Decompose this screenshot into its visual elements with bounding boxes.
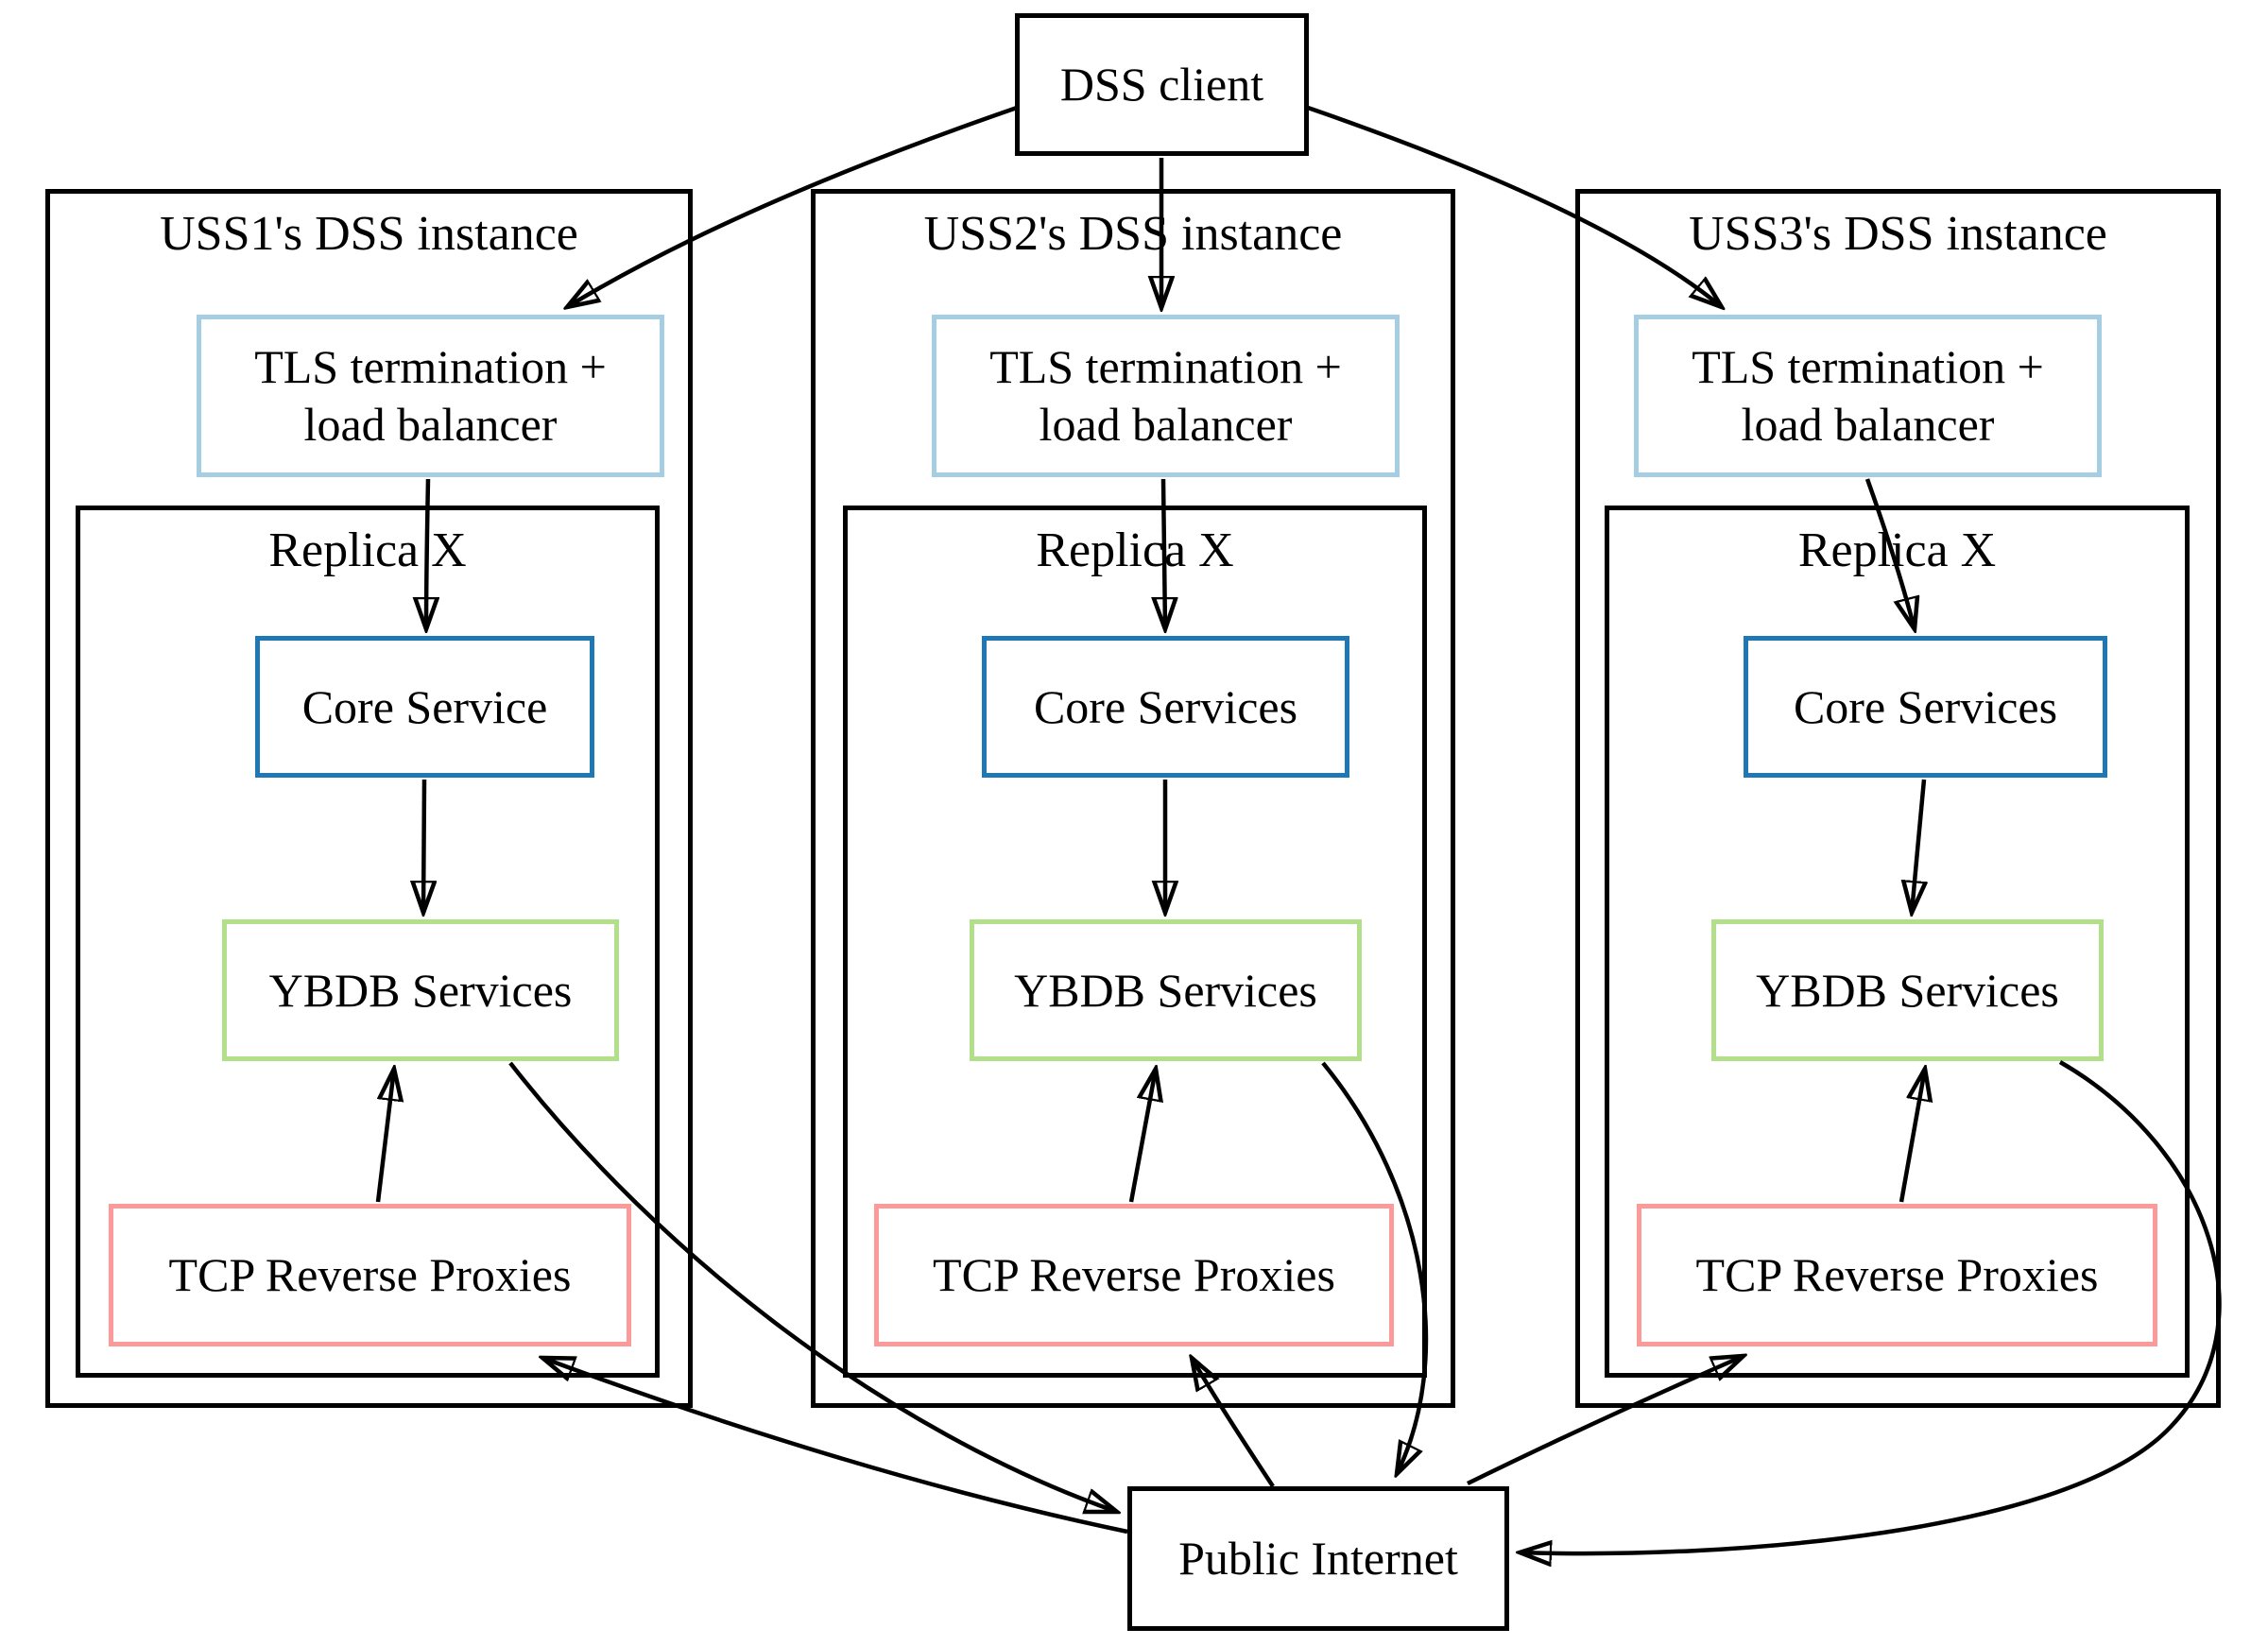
replica-label-3: Replica X: [1797, 523, 1997, 577]
node-ybdb-services-2: YBDB Services: [970, 919, 1362, 1061]
cluster-uss3-label: USS3's DSS instance: [1689, 207, 2107, 261]
node-core-services-2: Core Services: [982, 636, 1349, 778]
replica-box-1: Replica X Core Service YBDB Services TCP…: [76, 506, 660, 1378]
node-tls-load-balancer-2: TLS termination + load balancer: [932, 315, 1400, 477]
replica-box-3: Replica X Core Services YBDB Services TC…: [1605, 506, 2190, 1378]
node-tcp-reverse-proxies-3: TCP Reverse Proxies: [1637, 1204, 2157, 1346]
ybdb-label-1: YBDB Services: [268, 963, 573, 1017]
node-ybdb-services-3: YBDB Services: [1711, 919, 2104, 1061]
tls-label-3: TLS termination + load balancer: [1692, 340, 2044, 451]
core-label-2: Core Services: [1033, 679, 1298, 733]
replica-label-2: Replica X: [1036, 523, 1234, 577]
dss-client-label: DSS client: [1059, 58, 1264, 111]
cluster-uss1-dss-instance: USS1's DSS instance TLS termination + lo…: [45, 189, 693, 1408]
tls-label-2: TLS termination + load balancer: [989, 340, 1342, 451]
tcp-label-1: TCP Reverse Proxies: [168, 1248, 572, 1301]
node-public-internet: Public Internet: [1127, 1486, 1509, 1631]
replica-box-2: Replica X Core Services YBDB Services TC…: [843, 506, 1427, 1378]
core-label-1: Core Service: [301, 679, 548, 733]
node-core-service-1: Core Service: [255, 636, 594, 778]
ybdb-label-3: YBDB Services: [1756, 963, 2059, 1017]
ybdb-label-2: YBDB Services: [1014, 963, 1317, 1017]
cluster-uss1-label: USS1's DSS instance: [160, 207, 578, 261]
replica-label-1: Replica X: [268, 523, 467, 577]
node-tls-load-balancer-1: TLS termination + load balancer: [197, 315, 664, 477]
tcp-label-3: TCP Reverse Proxies: [1695, 1248, 2099, 1301]
cluster-uss2-dss-instance: USS2's DSS instance TLS termination + lo…: [811, 189, 1455, 1408]
public-internet-label: Public Internet: [1178, 1532, 1458, 1585]
tls-label-1: TLS termination + load balancer: [254, 340, 607, 451]
node-core-services-3: Core Services: [1744, 636, 2107, 778]
core-label-3: Core Services: [1793, 679, 2058, 733]
node-dss-client: DSS client: [1015, 13, 1309, 156]
node-tls-load-balancer-3: TLS termination + load balancer: [1634, 315, 2102, 477]
cluster-uss2-label: USS2's DSS instance: [923, 207, 1343, 261]
node-tcp-reverse-proxies-2: TCP Reverse Proxies: [874, 1204, 1394, 1346]
node-tcp-reverse-proxies-1: TCP Reverse Proxies: [109, 1204, 631, 1346]
tcp-label-2: TCP Reverse Proxies: [933, 1248, 1335, 1301]
cluster-uss3-dss-instance: USS3's DSS instance TLS termination + lo…: [1575, 189, 2221, 1408]
node-ybdb-services-1: YBDB Services: [222, 919, 619, 1061]
